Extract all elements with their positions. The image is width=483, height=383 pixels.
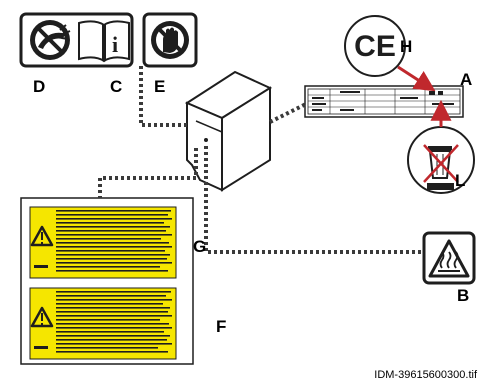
label-group-d-c: i [19,12,134,68]
ce-arrow [397,65,436,92]
label-e [142,12,198,68]
warning-label-bottom [29,287,177,360]
callout-d: D [33,77,46,96]
warning-label-top [29,206,177,279]
leader-to-warning-labels [98,148,198,198]
ce-mark: CE [344,15,406,77]
rating-plate [304,85,464,118]
no-hand-contact-icon [151,21,189,59]
callout-g: G [193,237,207,256]
callout-l: L [455,171,466,190]
label-f-panel [20,197,194,365]
leader-to-top-labels [139,66,187,127]
warning-triangle-icon [30,225,54,247]
crossed-out-bin-icon [423,144,459,190]
callout-c: C [110,77,123,96]
callout-a: A [460,70,473,89]
hot-surface-warning-icon [428,239,470,278]
info-letter: i [112,32,118,57]
machine-box [184,70,273,192]
callout-e: E [154,77,166,96]
no-water-spray-icon [30,20,71,60]
callout-h: H [400,37,413,56]
leader-to-rating-plate [269,102,307,124]
ce-mark-text: CE [354,30,396,63]
dotted-leader-lines [98,66,424,254]
warning-triangle-icon [30,306,54,328]
callout-b: B [457,286,470,305]
callout-f: F [216,317,227,336]
image-file-id: IDM-39615600300.tif [374,369,477,381]
read-manual-icon: i [78,20,130,63]
label-b [422,231,476,285]
